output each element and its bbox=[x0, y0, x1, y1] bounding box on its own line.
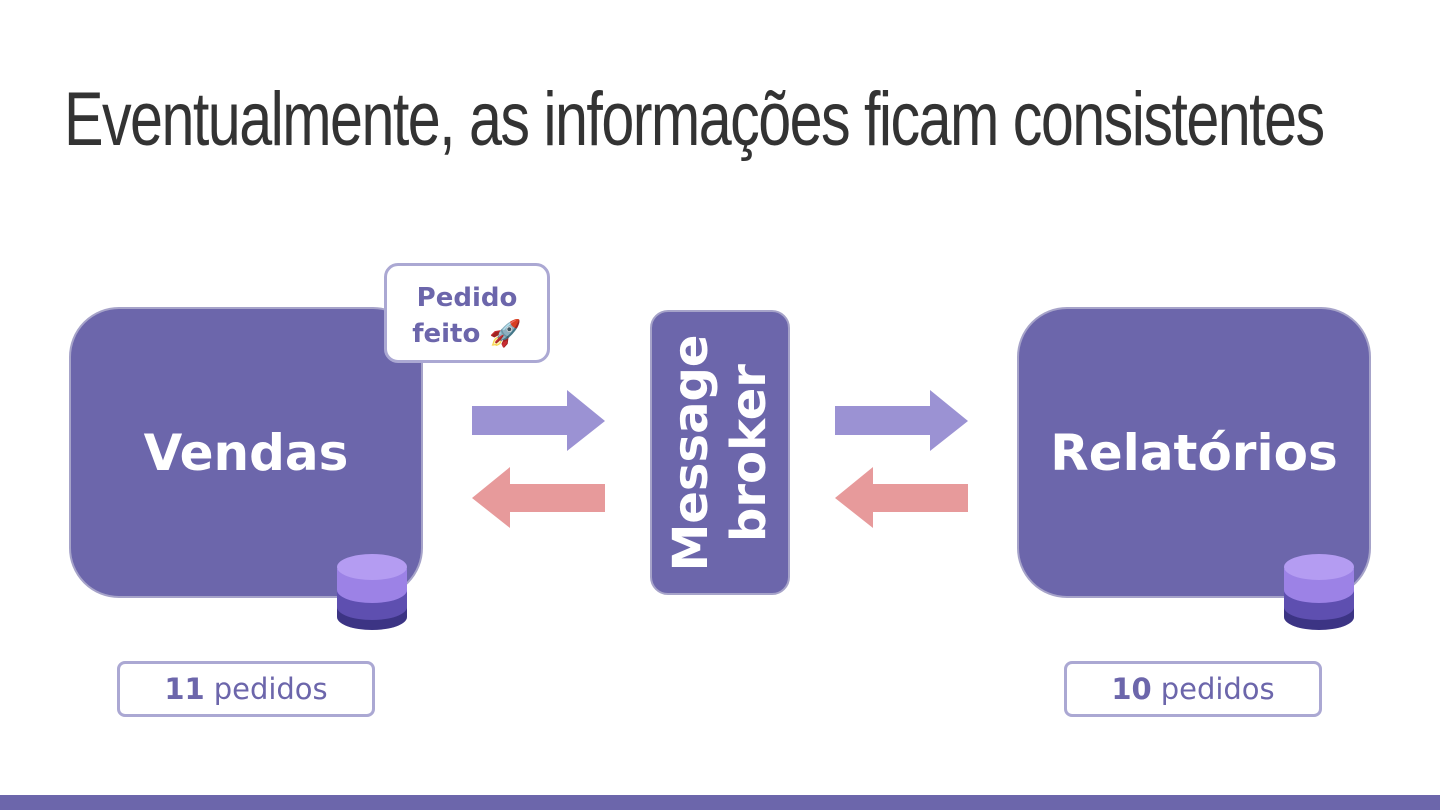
relatorios-label: Relatórios bbox=[1050, 423, 1338, 482]
bubble-line1: Pedido bbox=[416, 283, 518, 313]
broker-line1: Message bbox=[663, 334, 719, 571]
right-arrow-icon bbox=[835, 390, 968, 451]
bubble-line2: feito bbox=[412, 319, 481, 349]
vendas-label: Vendas bbox=[143, 423, 349, 482]
vendas-count-number: 11 bbox=[164, 672, 205, 706]
database-icon bbox=[1284, 554, 1354, 630]
left-arrow-icon bbox=[472, 467, 605, 528]
vendas-count-unit: pedidos bbox=[213, 672, 328, 706]
vendas-order-count: 11 pedidos bbox=[117, 661, 375, 717]
pedido-feito-bubble: Pedido feito 🚀 bbox=[384, 263, 550, 363]
relatorios-count-number: 10 bbox=[1111, 672, 1152, 706]
footer-bar bbox=[0, 795, 1440, 810]
right-arrow-icon bbox=[472, 390, 605, 451]
left-arrow-icon bbox=[835, 467, 968, 528]
relatorios-order-count: 10 pedidos bbox=[1064, 661, 1322, 717]
vendas-service-box: Vendas bbox=[69, 307, 423, 598]
broker-label: Message broker bbox=[662, 312, 778, 593]
broker-line2: broker bbox=[721, 363, 777, 542]
relatorios-service-box: Relatórios bbox=[1017, 307, 1371, 598]
database-icon bbox=[337, 554, 407, 630]
message-broker-box: Message broker bbox=[650, 310, 790, 595]
slide-title: Eventualmente, as informações ficam cons… bbox=[64, 77, 1325, 162]
rocket-icon: 🚀 bbox=[489, 319, 522, 349]
relatorios-count-unit: pedidos bbox=[1160, 672, 1275, 706]
bubble-line2-row: feito 🚀 bbox=[387, 316, 547, 352]
